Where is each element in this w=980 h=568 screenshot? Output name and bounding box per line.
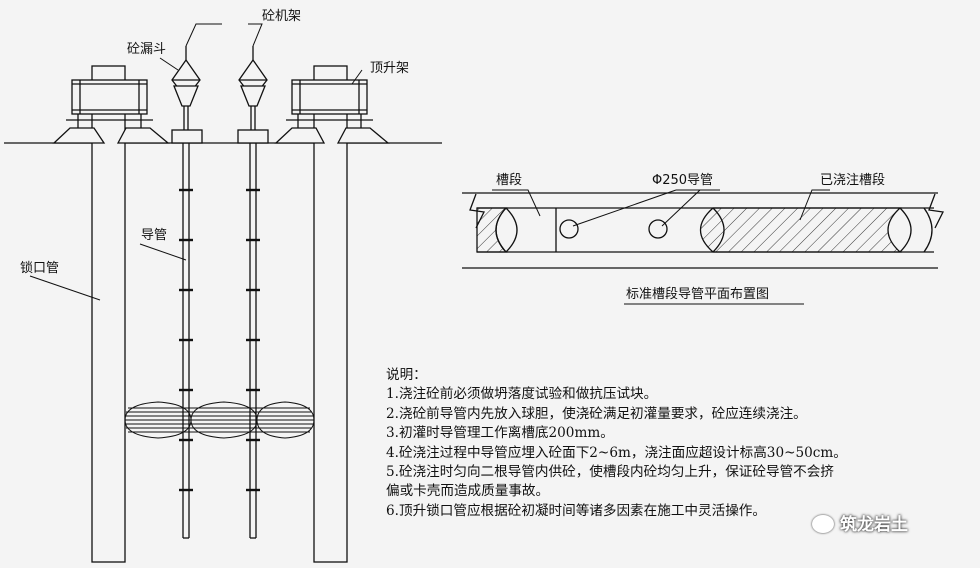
note-line: 2.浇砼前导管内先放入球胆，使浇砼满足初灌量要求，砼应连续浇注。 xyxy=(386,405,807,422)
label-slot: 槽段 xyxy=(496,173,522,188)
label-jack-frame: 顶升架 xyxy=(370,61,409,76)
label-tremie: 导管 xyxy=(141,228,167,243)
lock-pipe-right xyxy=(313,65,348,563)
concrete-fill-zone xyxy=(124,401,315,439)
note-line: 5.砼浇注时匀向二根导管内供砼，使槽段内砼均匀上升，保证砼导管不会挤 xyxy=(386,464,834,481)
jack-frame-left xyxy=(52,79,170,144)
note-line: 4.砼浇注过程中导管应埋入砼面下2~6m，浇注面应超设计标高30~50cm。 xyxy=(386,444,847,461)
note-line: 偏或卡壳而造成质量事故。 xyxy=(386,483,550,500)
label-lock-pipe: 锁口管 xyxy=(20,260,59,276)
notes-block: 说明： 1.浇注砼前必须做坍落度试验和做抗压试块。 2.浇砼前导管内先放入球胆，… xyxy=(386,366,978,521)
note-line: 1.浇注砼前必须做坍落度试验和做抗压试块。 xyxy=(386,386,658,403)
notes-title: 说明： xyxy=(386,367,427,383)
label-pipe-dia: Φ250导管 xyxy=(652,173,713,188)
watermark: 筑龙岩土 xyxy=(812,510,908,535)
note-line: 6.顶升锁口管应根据砼初凝时间等诸多因素在施工中灵活操作。 xyxy=(386,502,766,519)
label-hopper: 砼漏斗 xyxy=(127,41,166,57)
jack-frame-right xyxy=(274,79,390,144)
plan-caption: 标准槽段导管平面布置图 xyxy=(626,287,769,302)
lock-pipe-left xyxy=(91,65,126,563)
wechat-logo-icon xyxy=(812,515,834,533)
note-line: 3.初灌时导管理工作离槽底200mm。 xyxy=(386,425,614,442)
plan-view xyxy=(462,189,944,269)
hopper-right xyxy=(238,46,268,130)
label-poured: 已浇注槽段 xyxy=(820,173,885,188)
label-frame: 砼机架 xyxy=(262,9,301,24)
watermark-text: 筑龙岩土 xyxy=(840,515,908,535)
hopper-left xyxy=(171,46,201,130)
